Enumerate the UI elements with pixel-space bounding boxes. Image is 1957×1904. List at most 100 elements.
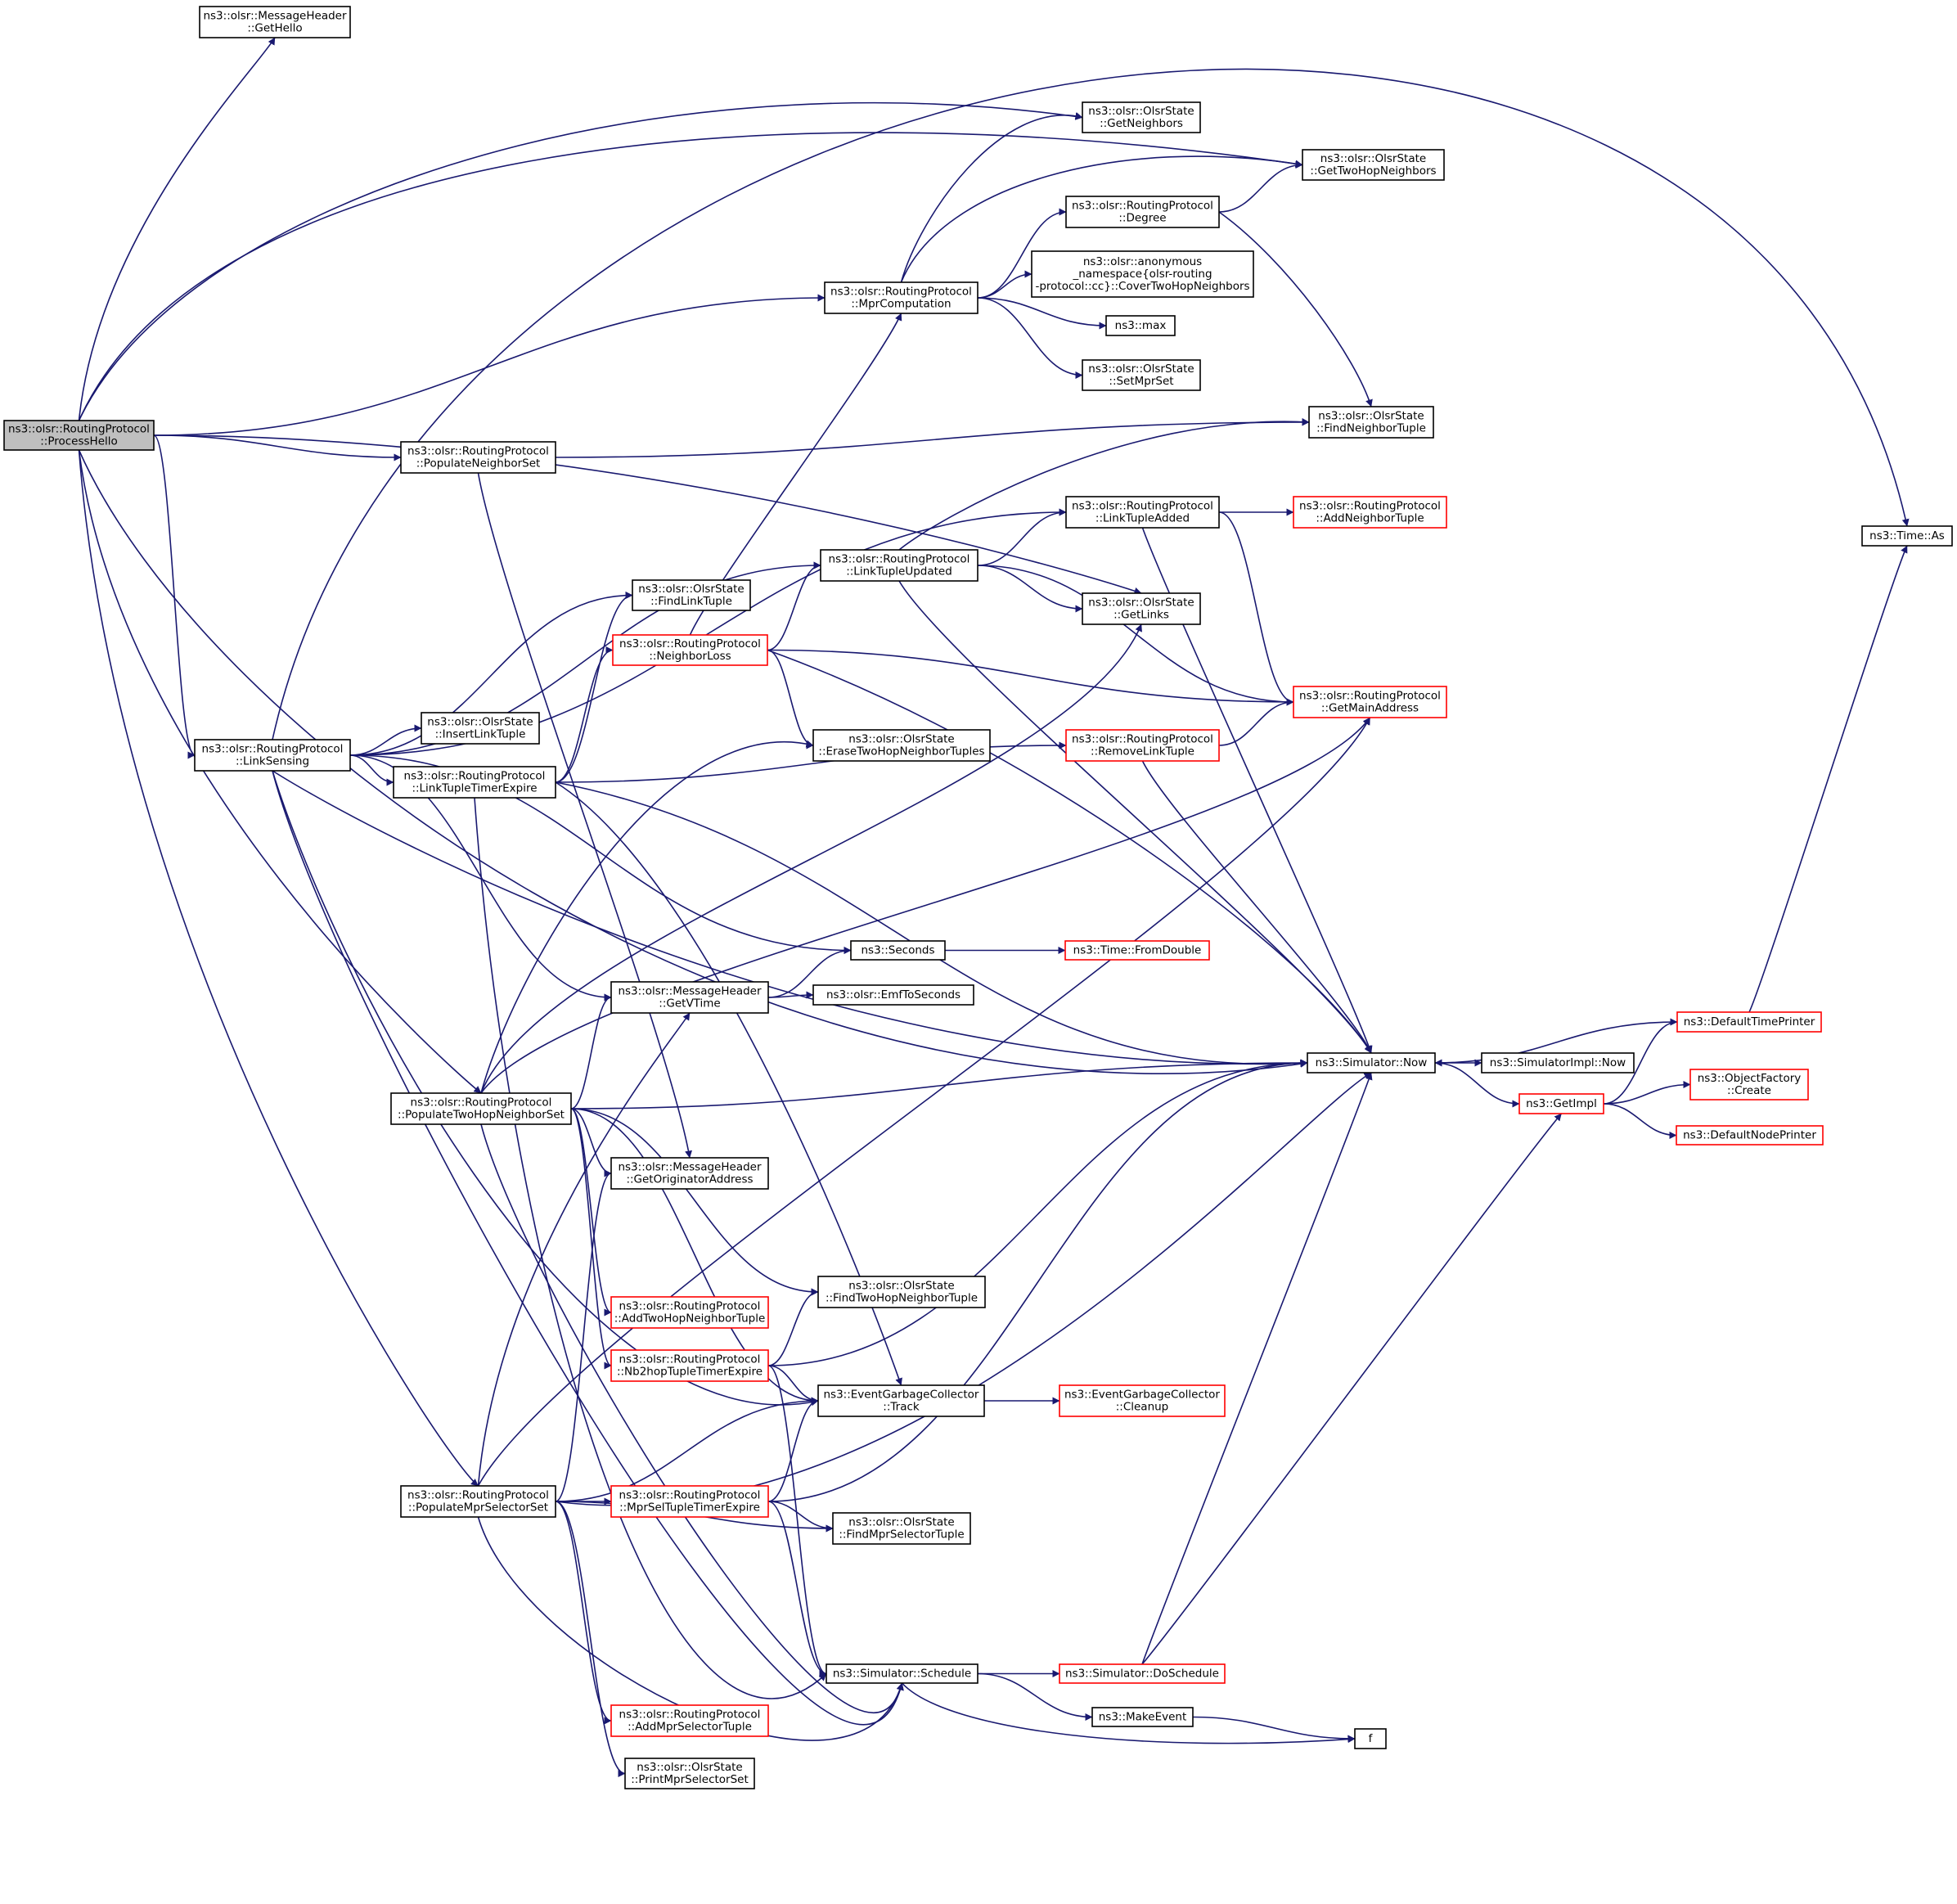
node-box [612,634,768,666]
node-box [624,1758,755,1789]
node-box [1082,101,1201,133]
node-label-line: ::PopulateNeighborSet [416,457,541,470]
node-seconds[interactable]: ns3::Seconds [850,940,946,961]
call-edges [78,37,1910,1777]
node-popneighbor[interactable]: ns3::olsr::RoutingProtocol::PopulateNeig… [400,441,556,474]
node-label-line: ::Nb2hopTupleTimerExpire [617,1366,763,1379]
node-box [1354,1728,1387,1749]
node-processhello[interactable]: ns3::olsr::RoutingProtocol::ProcessHello [3,420,155,451]
node-degree[interactable]: ns3::olsr::RoutingProtocol::Degree [1065,196,1220,228]
node-label-line: ns3::olsr::RoutingProtocol [411,1096,552,1110]
edge-getimpl-to-defaultnodeprinter [1603,1103,1677,1139]
node-defaulttimeprinter[interactable]: ns3::DefaultTimePrinter [1676,1011,1822,1033]
edge-mprcomp-to-degree [977,208,1067,299]
edge-removelinktuple-to-getmainaddress [1218,698,1294,746]
edge-popmprsel-to-egctrack [555,1397,819,1502]
node-timeas[interactable]: ns3::Time::As [1861,525,1953,547]
node-findneighbor[interactable]: ns3::olsr::OlsrState::FindNeighborTuple [1308,406,1434,439]
edge-processhello-to-popneighbor [153,434,402,461]
edge-popneighbor-to-getoriginator [477,472,692,1159]
node-box [832,1512,971,1545]
edge-popmprsel-to-getvtime [477,1012,691,1487]
edge-removelinktuple-to-simnow [1141,760,1372,1054]
node-nb2hop[interactable]: ns3::olsr::RoutingProtocol::Nb2hopTupleT… [610,1349,769,1382]
node-label-line: ns3::olsr::RoutingProtocol [1072,200,1213,213]
node-f[interactable]: f [1354,1728,1387,1749]
node-objectfactory[interactable]: ns3::ObjectFactory::Create [1689,1069,1809,1101]
node-box [632,579,751,611]
node-popmprsel[interactable]: ns3::olsr::RoutingProtocol::PopulateMprS… [400,1485,556,1518]
edge-simnow-to-getimpl [1434,1062,1520,1108]
node-box [1031,250,1254,298]
edge-linksensing-to-simnow [272,770,1308,1067]
edge-poptwohop-to-addtwohop [570,1108,612,1317]
node-covertwohop[interactable]: ns3::olsr::anonymous_namespace{olsr-rout… [1031,250,1254,298]
node-box [1676,1125,1824,1146]
node-box [1293,686,1447,718]
node-box [194,739,351,772]
edge-linksensing-to-linktupletimer [349,754,394,786]
node-getimpl[interactable]: ns3::GetImpl [1518,1093,1604,1114]
node-fromdouble[interactable]: ns3::Time::FromDouble [1064,940,1210,961]
node-printmprsel[interactable]: ns3::olsr::OlsrState::PrintMprSelectorSe… [624,1758,755,1789]
node-defaultnodeprinter[interactable]: ns3::DefaultNodePrinter [1676,1125,1824,1146]
node-simschedule[interactable]: ns3::Simulator::Schedule [826,1663,978,1684]
edge-processhello-to-simnow [78,449,1308,1075]
node-label-line: ns3::olsr::RoutingProtocol [1072,500,1213,513]
node-egccleanup[interactable]: ns3::EventGarbageCollector::Cleanup [1059,1384,1226,1417]
node-label-line: ns3::ObjectFactory [1698,1072,1802,1085]
node-label-line: ::GetTwoHopNeighbors [1310,164,1436,178]
node-findmprsel[interactable]: ns3::olsr::OlsrState::FindMprSelectorTup… [832,1512,971,1545]
node-linktupleadded[interactable]: ns3::olsr::RoutingProtocol::LinkTupleAdd… [1065,496,1220,529]
edge-processhello-to-poptwohop [78,449,482,1094]
node-poptwohop[interactable]: ns3::olsr::RoutingProtocol::PopulateTwoH… [390,1092,572,1125]
node-linktupleupdated[interactable]: ns3::olsr::RoutingProtocol::LinkTupleUpd… [820,549,978,582]
node-mprseltimer[interactable]: ns3::olsr::RoutingProtocol::MprSelTupleT… [610,1485,769,1518]
node-label-line: ::AddNeighborTuple [1316,512,1424,525]
node-label-line: ns3::olsr::RoutingProtocol [619,1708,761,1722]
node-getneighbors[interactable]: ns3::olsr::OlsrState::GetNeighbors [1082,101,1201,133]
node-addneighbortuple[interactable]: ns3::olsr::RoutingProtocol::AddNeighborT… [1293,496,1447,529]
node-label-line: ns3::olsr::OlsrState [1088,596,1194,610]
node-findlinktuple[interactable]: ns3::olsr::OlsrState::FindLinkTuple [632,579,751,611]
node-makeevent[interactable]: ns3::MakeEvent [1091,1707,1194,1727]
node-simnow[interactable]: ns3::Simulator::Now [1307,1052,1436,1074]
node-getvtime[interactable]: ns3::olsr::MessageHeader::GetVTime [610,981,769,1014]
node-insertlinktuple[interactable]: ns3::olsr::OlsrState::InsertLinkTuple [421,712,540,745]
node-addtwohop[interactable]: ns3::olsr::RoutingProtocol::AddTwoHopNei… [610,1296,769,1329]
node-neighborloss[interactable]: ns3::olsr::RoutingProtocol::NeighborLoss [612,634,768,666]
node-linksensing[interactable]: ns3::olsr::RoutingProtocol::LinkSensing [194,739,351,772]
node-box [824,281,978,314]
node-emftoseconds[interactable]: ns3::olsr::EmfToSeconds [812,984,974,1006]
node-label-line: ::ProcessHello [40,435,118,448]
node-max[interactable]: ns3::max [1105,315,1176,336]
edge-neighborloss-to-getmainaddress [767,649,1294,706]
node-doschedule[interactable]: ns3::Simulator::DoSchedule [1059,1663,1226,1684]
node-label-line: ns3::olsr::RoutingProtocol [619,1489,761,1502]
edge-poptwohop-to-simnow [570,1059,1308,1110]
node-getlinks[interactable]: ns3::olsr::OlsrState::GetLinks [1082,592,1201,625]
node-simimplnow[interactable]: ns3::SimulatorImpl::Now [1481,1052,1635,1074]
edge-popmprsel-to-printmprsel [555,1501,626,1777]
edge-simschedule-to-makeevent [977,1672,1093,1721]
node-erasetwohop[interactable]: ns3::olsr::OlsrState::EraseTwoHopNeighbo… [812,729,991,762]
node-box [400,1485,556,1518]
edge-defaulttimeprinter-to-timeas [1748,545,1908,1013]
node-gettwohop[interactable]: ns3::olsr::OlsrState::GetTwoHopNeighbors [1302,149,1445,181]
node-findtwohop[interactable]: ns3::olsr::OlsrState::FindTwoHopNeighbor… [817,1276,986,1308]
node-getmainaddress[interactable]: ns3::olsr::RoutingProtocol::GetMainAddre… [1293,686,1447,718]
edge-processhello-to-getlinks [153,434,1142,595]
node-addmprsel[interactable]: ns3::olsr::RoutingProtocol::AddMprSelect… [610,1704,769,1737]
node-linktupletimer[interactable]: ns3::olsr::RoutingProtocol::LinkTupleTim… [393,766,556,799]
node-removelinktuple[interactable]: ns3::olsr::RoutingProtocol::RemoveLinkTu… [1065,729,1220,762]
node-gethello[interactable]: ns3::olsr::MessageHeader::GetHello [199,6,351,38]
edge-popmprsel-to-getoriginator [555,1169,612,1502]
node-mprcomp[interactable]: ns3::olsr::RoutingProtocol::MprComputati… [824,281,978,314]
node-label-line: ns3::olsr::MessageHeader [203,10,347,23]
node-getoriginator[interactable]: ns3::olsr::MessageHeader::GetOriginatorA… [610,1157,769,1190]
node-egctrack[interactable]: ns3::EventGarbageCollector::Track [817,1384,985,1417]
node-setmprset[interactable]: ns3::olsr::OlsrState::SetMprSet [1082,359,1201,391]
node-label-line: _namespace{olsr-routing [1072,268,1212,281]
edge-mprcomp-to-gettwohop [900,155,1303,283]
node-box [610,1349,769,1382]
